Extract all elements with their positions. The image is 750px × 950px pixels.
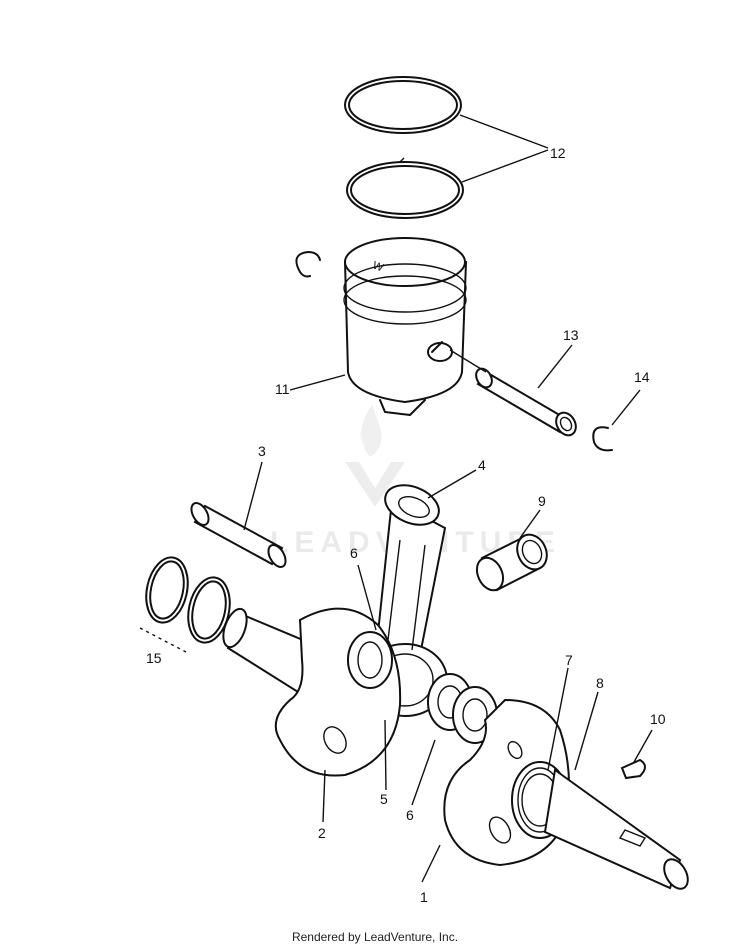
callout-5: 5: [380, 791, 388, 807]
callout-13: 13: [563, 327, 579, 343]
crankshaft-seal-rings: [139, 556, 231, 653]
piston-rings: [344, 76, 549, 219]
crankshaft-right-half: [443, 698, 689, 890]
callout-labels: 1 2 3 4 5 6 6 7 8 9 10 11 12 13 14 15: [146, 145, 666, 905]
callout-4: 4: [478, 457, 486, 473]
callout-15: 15: [146, 650, 162, 666]
piston-pin-clip-left: [295, 251, 321, 278]
rendered-by-footer: Rendered by LeadVenture, Inc.: [291, 930, 459, 944]
piston: W: [343, 237, 468, 416]
piston-pin-clip-right: [592, 426, 613, 452]
leader-lines: [243, 344, 653, 883]
piston-pin: [449, 349, 577, 437]
callout-12: 12: [550, 145, 566, 161]
callout-3: 3: [258, 443, 266, 459]
callout-2: 2: [318, 825, 326, 841]
callout-10: 10: [650, 711, 666, 727]
callout-7: 7: [565, 652, 573, 668]
callout-11: 11: [275, 381, 290, 397]
callout-6-lower: 6: [406, 807, 414, 823]
needle-bearing: [475, 533, 548, 592]
svg-text:W: W: [371, 260, 385, 275]
callout-6-upper: 6: [350, 545, 358, 561]
crankshaft-left-half: [222, 607, 402, 777]
callout-14: 14: [634, 369, 650, 385]
woodruff-key: [620, 758, 646, 780]
callout-9: 9: [538, 493, 546, 509]
callout-8: 8: [596, 675, 604, 691]
crank-pin: [190, 502, 287, 568]
callout-1: 1: [420, 889, 428, 905]
